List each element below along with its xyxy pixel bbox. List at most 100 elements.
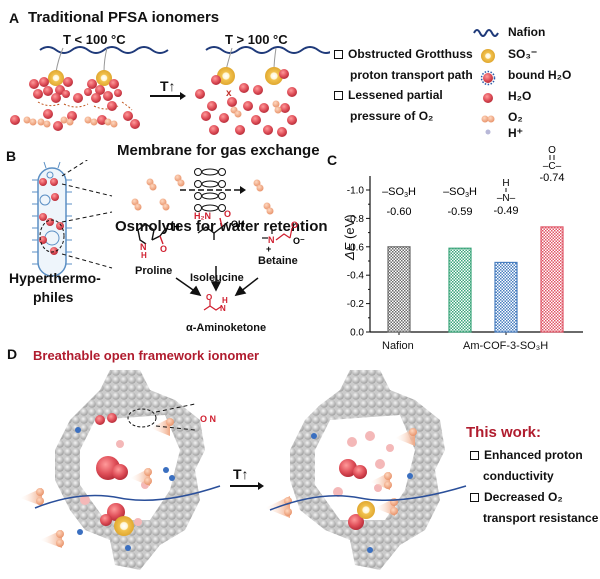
bar-value-label: -0.60	[386, 206, 411, 218]
bar-3	[540, 226, 564, 333]
proline-nh: H	[141, 251, 147, 260]
nafion-chain-icon	[473, 29, 499, 37]
betaine-label: Betaine	[258, 255, 298, 267]
nafion-chain-left	[39, 46, 169, 54]
benefit-2-cont: transport resistance	[483, 511, 599, 525]
aminoketone-structure	[203, 300, 223, 311]
y-axis-label: ΔE (eV)	[342, 214, 357, 260]
issue-2: Lessened partial	[334, 88, 443, 102]
site-label-nh: –N–	[497, 193, 516, 204]
bound-water-cluster	[29, 77, 122, 103]
so3-group	[48, 70, 64, 86]
svg-text:+: +	[266, 244, 271, 254]
bar-value-label: -0.74	[539, 172, 564, 184]
organism-label-2: philes	[33, 289, 74, 305]
bar-value-label: -0.59	[447, 206, 472, 218]
y-tick-label: 0.0	[350, 328, 364, 339]
betaine-structure	[262, 227, 293, 241]
panel-c-letter: C	[327, 152, 338, 168]
svg-text:O: O	[224, 209, 231, 219]
proline-oh: OH	[166, 222, 180, 232]
bar-0	[387, 246, 411, 333]
this-work-title: This work:	[466, 424, 542, 441]
svg-text:O: O	[206, 293, 212, 302]
proline-structure	[137, 223, 167, 245]
bar-2	[494, 261, 518, 333]
isoleucine-label: Isoleucine	[190, 272, 244, 284]
legend-bound-water: bound H₂O	[508, 68, 572, 82]
y-tick-label: -0.8	[347, 214, 365, 225]
so3-group	[96, 70, 112, 86]
svg-text:N: N	[140, 242, 147, 252]
checkbox-icon	[470, 493, 479, 502]
lipid-membrane	[194, 168, 226, 212]
issue-2-cont: pressure of O₂	[350, 109, 434, 123]
nafion-chain-right	[205, 46, 330, 54]
legend-proton: H⁺	[508, 126, 523, 140]
issue-1-cont: proton transport path	[350, 68, 473, 82]
site-label-nh: H	[502, 178, 509, 189]
condition-low-temp: T < 100 °C	[63, 32, 126, 47]
svg-text:O N: O N	[200, 414, 216, 424]
benefit-1: Enhanced proton	[470, 448, 583, 462]
isoleucine-h2n: H₂N	[194, 211, 211, 221]
chart-bar-labels: -0.60 -0.59 -0.49 -0.74	[386, 172, 564, 218]
so3-circle-icon	[481, 49, 495, 63]
panel-b-letter: B	[6, 148, 17, 164]
y-tick-label: -0.2	[347, 299, 365, 310]
svg-text:O⁻: O⁻	[293, 236, 305, 246]
checkbox-icon	[470, 451, 479, 460]
free-molecules-left	[10, 93, 140, 131]
benefit-2: Decreased O₂	[470, 490, 563, 504]
legend-so3: SO₃⁻	[508, 47, 538, 61]
legend-oxygen: O₂	[508, 110, 523, 124]
panel-a-letter: A	[9, 10, 20, 26]
x-label-nafion: Nafion	[382, 340, 414, 352]
checkbox-icon	[334, 50, 343, 59]
legend-icons	[473, 29, 499, 135]
condition-high-temp: T > 100 °C	[225, 32, 288, 47]
panel-d-title: Breathable open framework ionomer	[33, 348, 260, 363]
arrow-label-temp-up: T↑	[160, 78, 176, 94]
panel-a-illustration: x	[10, 46, 330, 137]
panel-a-title: Traditional PFSA ionomers	[28, 9, 220, 26]
bound-water-icon	[480, 70, 496, 86]
cof-framework-left: O N	[20, 370, 221, 570]
svg-text:N: N	[268, 235, 275, 245]
hyperthermophile-cell	[32, 161, 72, 283]
y-tick-label: -0.4	[347, 271, 365, 282]
free-molecules-right	[195, 83, 297, 137]
proline-label: Proline	[135, 265, 173, 277]
site-label-co: –C–	[543, 161, 562, 172]
svg-text:H: H	[222, 296, 228, 305]
isoleucine-structure	[197, 217, 229, 240]
svg-text:O: O	[160, 244, 167, 254]
water-icon	[483, 93, 493, 103]
site-label-so3h-nafion: –SO3H	[382, 186, 416, 199]
chart-y-ticks: 0.0 -0.2 -0.4 -0.6 -0.8 -1.0	[347, 186, 370, 339]
cof-framework-right	[265, 370, 467, 570]
energy-bar-chart: 0.0-0.2-0.4-0.6-0.8-1.0 -0.60-0.59-0.49-…	[347, 145, 583, 339]
site-label-co: O	[548, 145, 556, 156]
checkbox-icon	[334, 91, 343, 100]
membrane-label: Membrane for gas exchange	[117, 142, 320, 159]
panel-d-letter: D	[7, 346, 18, 362]
benefit-1-cont: conductivity	[483, 469, 554, 483]
proton-icon	[485, 129, 491, 135]
panel-b-illustration: N H OH O H₂N O OH N + O O⁻ O H N	[32, 160, 305, 313]
oxygen-molecules	[131, 174, 274, 215]
y-tick-label: -0.6	[347, 242, 365, 253]
y-tick-label: -1.0	[347, 186, 365, 197]
arrow-label-temp-up-d: T↑	[233, 466, 249, 482]
oxygen-icon	[481, 115, 495, 123]
issue-1: Obstructed Grotthuss	[334, 47, 473, 61]
svg-text:O: O	[291, 220, 298, 230]
x-label-am-cof: Am-COF-3-SO₃H	[463, 340, 549, 352]
legend-water: H₂O	[508, 89, 532, 103]
svg-text:x: x	[226, 88, 232, 99]
organism-label-1: Hyperthermo-	[9, 270, 101, 286]
site-label-so3h-cof: –SO3H	[443, 186, 477, 199]
svg-text:N: N	[220, 304, 226, 313]
bar-value-label: -0.49	[493, 205, 518, 217]
isoleucine-oh: OH	[231, 219, 245, 229]
